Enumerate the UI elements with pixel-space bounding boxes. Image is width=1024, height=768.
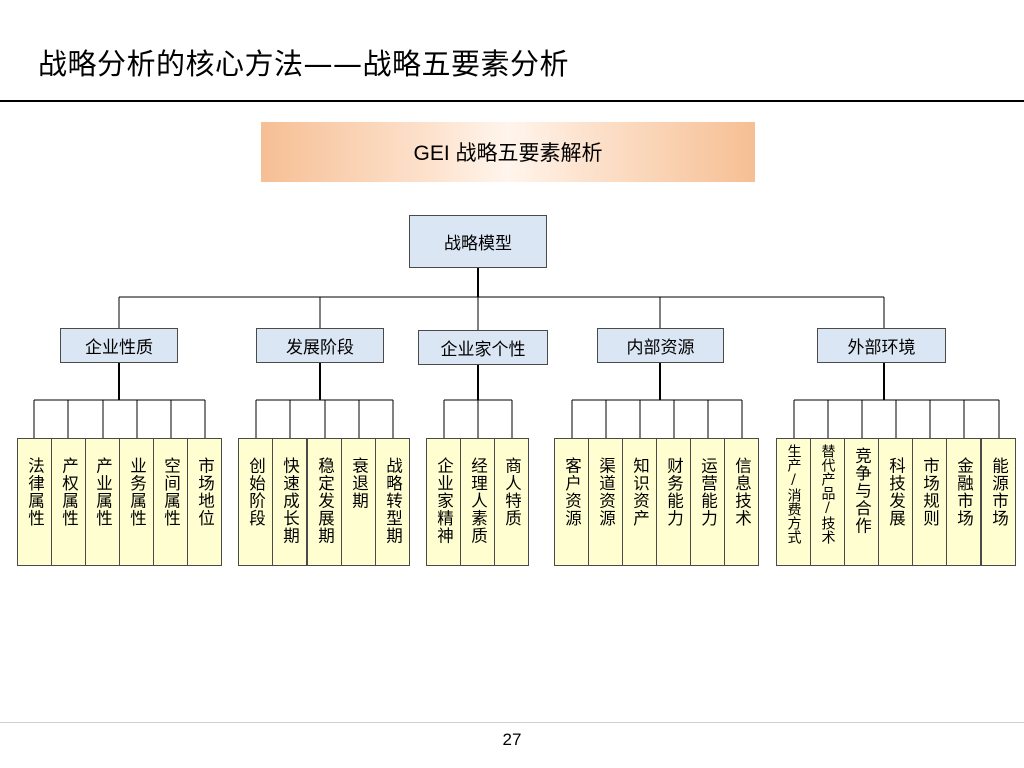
leaf-spatial-attribute: 空间属性 <box>153 438 188 566</box>
leaf-operational-capability: 运营能力 <box>690 438 725 566</box>
leaf-substitute-products: 替代产品/技术 <box>810 438 845 566</box>
category-development-stage: 发展阶段 <box>256 328 384 363</box>
leaf-energy-market: 能源市场 <box>981 438 1016 566</box>
leaf-legal-attribute: 法律属性 <box>17 438 52 566</box>
leaf-production-consumption-mode: 生产/消费方式 <box>776 438 811 566</box>
page-number: 27 <box>502 730 522 749</box>
leaf-market-rules: 市场规则 <box>912 438 947 566</box>
leaf-knowledge-assets: 知识资产 <box>622 438 657 566</box>
footer-divider <box>0 722 1024 723</box>
page-title: 战略分析的核心方法——战略五要素分析 <box>38 47 570 81</box>
leaf-startup-stage: 创始阶段 <box>238 438 273 566</box>
leaf-entrepreneurship: 企业家精神 <box>426 438 461 566</box>
leaf-stable-development: 稳定发展期 <box>307 438 342 566</box>
leaf-financial-market: 金融市场 <box>946 438 981 566</box>
leaf-rapid-growth: 快速成长期 <box>272 438 307 566</box>
leaf-information-technology: 信息技术 <box>724 438 759 566</box>
leaf-business-attribute: 业务属性 <box>119 438 154 566</box>
leaf-property-rights: 产权属性 <box>51 438 86 566</box>
category-enterprise-nature: 企业性质 <box>60 328 178 363</box>
leaf-channel-resources: 渠道资源 <box>588 438 623 566</box>
leaf-competition-cooperation: 竞争与合作 <box>844 438 879 566</box>
leaf-customer-resources: 客户资源 <box>554 438 589 566</box>
diagram-banner: GEI 战略五要素解析 <box>261 122 755 182</box>
leaf-manager-quality: 经理人素质 <box>460 438 495 566</box>
leaf-financial-capability: 财务能力 <box>656 438 691 566</box>
leaf-decline: 衰退期 <box>341 438 376 566</box>
leaf-technology-development: 科技发展 <box>878 438 913 566</box>
root-node: 战略模型 <box>409 215 547 268</box>
category-internal-resources: 内部资源 <box>597 328 724 363</box>
leaf-strategic-transformation: 战略转型期 <box>375 438 410 566</box>
category-external-environment: 外部环境 <box>817 328 946 363</box>
leaf-industry-attribute: 产业属性 <box>85 438 120 566</box>
category-entrepreneur-personality: 企业家个性 <box>418 330 548 365</box>
title-divider <box>0 100 1024 102</box>
leaf-merchant-traits: 商人特质 <box>494 438 529 566</box>
leaf-market-position: 市场地位 <box>187 438 222 566</box>
